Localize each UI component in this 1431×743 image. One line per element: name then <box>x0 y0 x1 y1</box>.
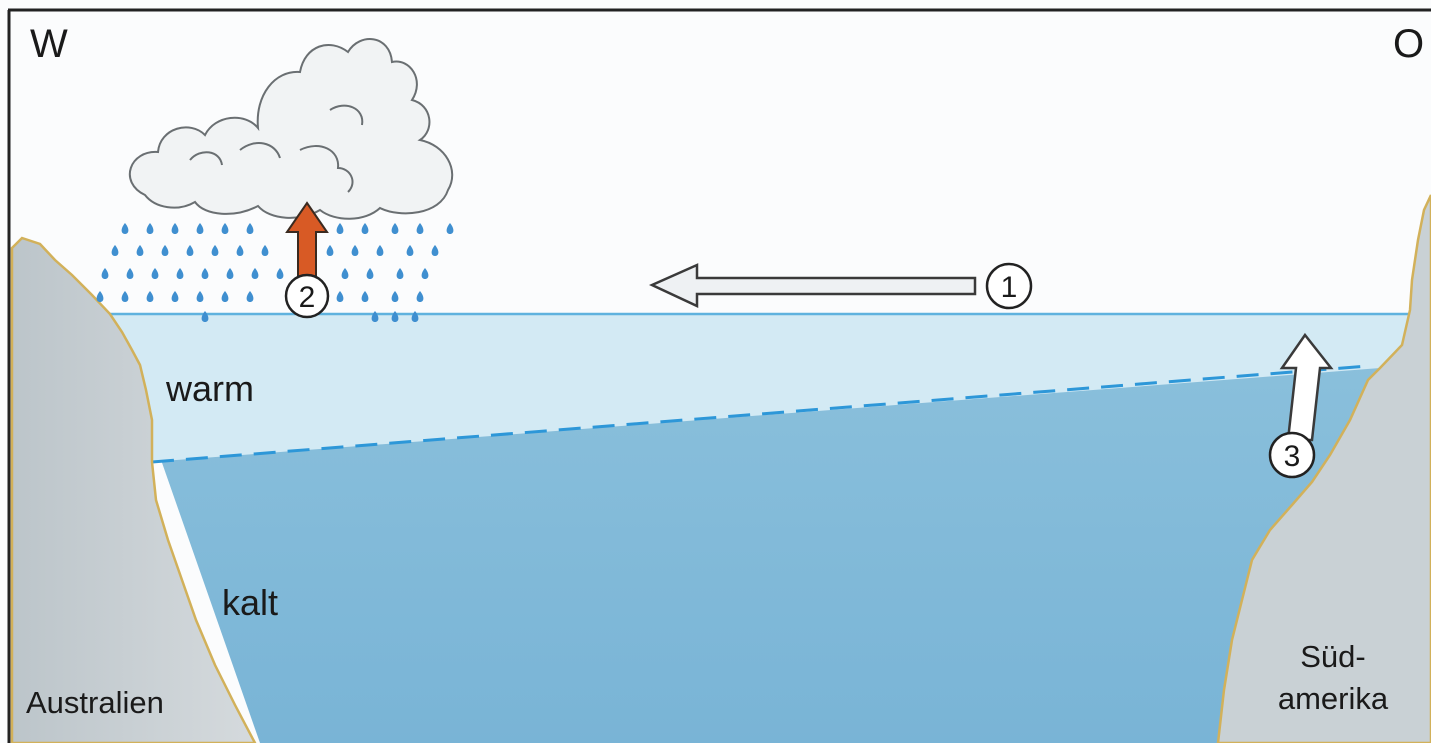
convection-marker: 2 <box>284 273 330 319</box>
cold-water-label: kalt <box>222 582 279 623</box>
rain-drop <box>121 291 129 302</box>
cloud-icon <box>128 38 454 220</box>
rain-drop <box>126 268 134 279</box>
rain-drop <box>196 223 204 234</box>
rain-drop <box>136 245 144 256</box>
rain-drop <box>351 245 359 256</box>
rain-drop <box>276 268 284 279</box>
rain-drop <box>146 223 154 234</box>
rain-drop <box>421 268 429 279</box>
rain-drop <box>411 311 419 322</box>
rain-drop <box>261 245 269 256</box>
rain-drop <box>146 291 154 302</box>
convection-number: 2 <box>299 281 316 314</box>
wind-arrow-icon <box>648 263 977 308</box>
warm-water-label: warm <box>166 368 254 409</box>
rain-drop <box>111 245 119 256</box>
rain-drop <box>376 245 384 256</box>
rain-drop <box>226 268 234 279</box>
rain-drop <box>121 223 129 234</box>
south-america-label-line1: Süd- <box>1300 639 1366 674</box>
rain-drop <box>371 311 379 322</box>
rain-drop <box>236 245 244 256</box>
rain-drop <box>171 291 179 302</box>
upwelling-marker: 3 <box>1268 431 1316 479</box>
rain-drop <box>416 291 424 302</box>
rain-drops-icon <box>96 223 454 322</box>
rain-drop <box>341 268 349 279</box>
south-america-land <box>1216 194 1431 743</box>
rain-drop <box>391 291 399 302</box>
rain-drop <box>361 223 369 234</box>
wind-marker: 1 <box>985 262 1033 310</box>
rain-drop <box>161 245 169 256</box>
rain-drop <box>336 291 344 302</box>
rain-drop <box>101 268 109 279</box>
rain-drop <box>186 245 194 256</box>
rain-drop <box>151 268 159 279</box>
rain-drop <box>246 291 254 302</box>
australia-land <box>10 236 257 743</box>
rain-drop <box>201 311 209 322</box>
rain-drop <box>246 223 254 234</box>
rain-drop <box>446 223 454 234</box>
rain-drop <box>176 268 184 279</box>
south-america-label-line2: amerika <box>1277 680 1389 716</box>
wind-number: 1 <box>1001 271 1018 304</box>
rain-drop <box>391 311 399 322</box>
rain-drop <box>336 223 344 234</box>
rain-drop <box>361 291 369 302</box>
rain-drop <box>171 223 179 234</box>
rain-drop <box>201 268 209 279</box>
rain-drop <box>221 223 229 234</box>
rain-drop <box>251 268 259 279</box>
east-direction-label: O <box>1393 22 1425 66</box>
rain-drop <box>221 291 229 302</box>
rain-drop <box>196 291 204 302</box>
rain-drop <box>366 268 374 279</box>
warm-water-layer <box>110 314 1420 462</box>
upwelling-number: 3 <box>1284 440 1301 473</box>
australia-label: Australien <box>26 685 164 720</box>
rain-drop <box>431 245 439 256</box>
rain-drop <box>391 223 399 234</box>
south-america-label: Süd- amerika <box>1258 636 1408 720</box>
rain-drop <box>406 245 414 256</box>
rain-drop <box>396 268 404 279</box>
rain-drop <box>416 223 424 234</box>
rain-drop <box>326 245 334 256</box>
rain-drop <box>211 245 219 256</box>
rain-drop <box>96 291 104 302</box>
west-direction-label: W <box>30 22 68 66</box>
